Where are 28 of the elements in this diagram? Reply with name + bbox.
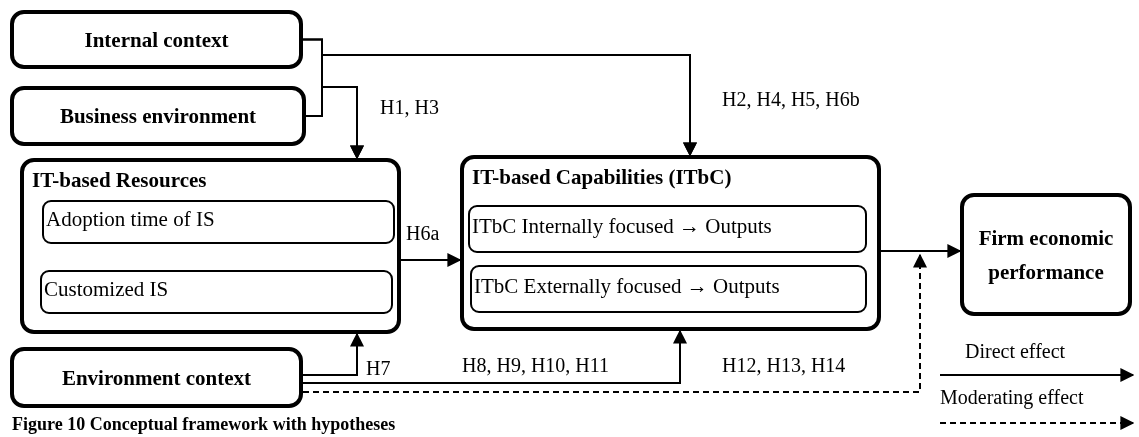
item-box bbox=[468, 205, 867, 253]
node-label: Firm economic performance bbox=[977, 224, 1115, 286]
rounded-box bbox=[10, 10, 303, 69]
rounded-box bbox=[960, 193, 1132, 316]
arrow bbox=[880, 244, 962, 258]
node-label: ITbC Externally focused → Outputs bbox=[474, 274, 780, 299]
node-label: Environment context bbox=[61, 365, 252, 390]
arrow bbox=[302, 253, 927, 393]
caption: Figure 10 Conceptual framework with hypotheses bbox=[12, 414, 396, 435]
node-label: Internal context bbox=[84, 27, 229, 52]
arrow bbox=[400, 253, 462, 267]
group-title: IT-based Capabilities (ITbC) bbox=[472, 165, 732, 190]
item-box bbox=[40, 270, 393, 314]
node-label: Customized IS bbox=[44, 277, 169, 302]
group-box bbox=[20, 158, 401, 334]
item-box bbox=[42, 200, 395, 244]
rounded-box bbox=[10, 86, 306, 146]
legend-text: Moderating effect bbox=[940, 386, 1084, 409]
node-label: Adoption time of IS bbox=[46, 207, 215, 232]
node-label: Business environment bbox=[59, 103, 257, 129]
arrow bbox=[302, 329, 687, 384]
legend-text: Direct effect bbox=[965, 340, 1066, 363]
rounded-box bbox=[10, 347, 303, 408]
group-title: IT-based Resources bbox=[32, 168, 207, 193]
item-box bbox=[470, 265, 867, 313]
node-label: ITbC Internally focused → Outputs bbox=[472, 214, 772, 239]
group-box bbox=[460, 155, 881, 331]
arrow bbox=[302, 332, 364, 376]
